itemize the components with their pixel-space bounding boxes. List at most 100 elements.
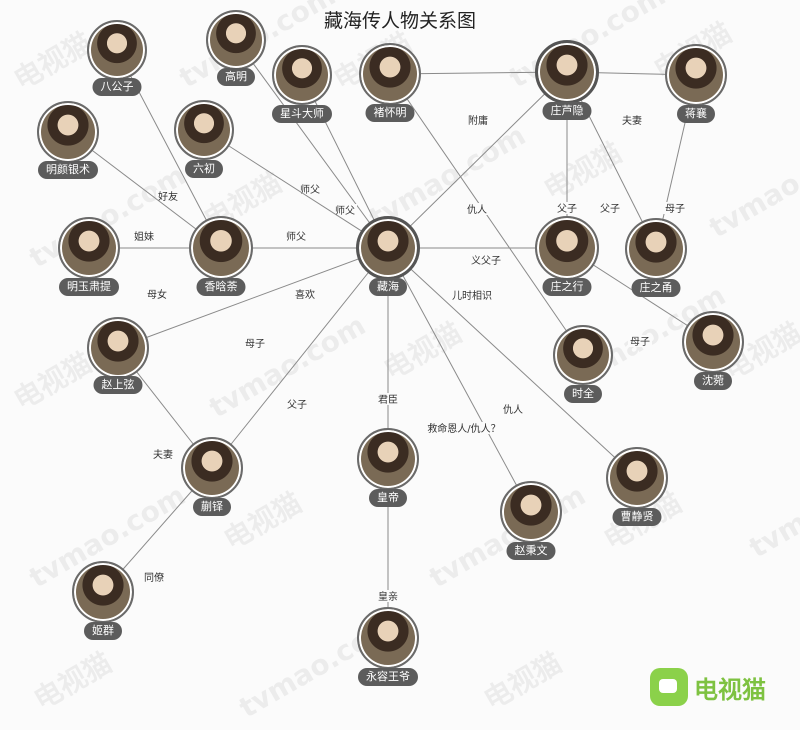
relation-label: 好友 <box>158 190 178 203</box>
relation-label-bg <box>663 202 687 214</box>
relation-label-bg <box>293 288 317 300</box>
character-portrait <box>356 216 420 280</box>
character-name: 皇帝 <box>369 489 407 507</box>
relation-label: 师父 <box>335 204 355 217</box>
character-portrait <box>206 10 266 70</box>
tv-cat-icon <box>650 668 688 706</box>
relation-line-zhuangluyin-zhuangzhiyong <box>566 71 657 250</box>
relation-label-bg <box>466 114 490 126</box>
relation-label: 仇人 <box>467 203 487 216</box>
character-name: 香晗荼 <box>196 278 246 296</box>
relation-label: 父子 <box>287 399 307 411</box>
character-name: 庄之甬 <box>631 279 681 297</box>
relation-line-canghai-caojingxian <box>387 247 638 479</box>
character-name: 明玉肃提 <box>59 278 119 296</box>
character-portrait <box>625 218 687 280</box>
relation-label: 同僚 <box>144 571 164 584</box>
relation-label: 师父 <box>300 183 320 196</box>
character-portrait <box>682 311 744 373</box>
relation-label-bg <box>243 337 267 349</box>
relation-label: 仇人 <box>503 403 523 416</box>
character-name: 六初 <box>185 160 223 178</box>
character-portrait <box>665 44 727 106</box>
character-portrait <box>87 20 147 80</box>
character-name: 时全 <box>564 385 602 403</box>
character-portrait <box>272 45 332 105</box>
character-name: 姬群 <box>84 622 122 640</box>
relation-label-bg <box>333 204 357 216</box>
relation-label-bg <box>465 203 489 215</box>
relation-label-bg <box>555 202 579 214</box>
character-name: 藏海 <box>369 278 407 296</box>
relation-label: 母子 <box>245 338 265 350</box>
relation-label-bg <box>145 288 169 300</box>
character-portrait <box>606 447 668 509</box>
relation-label-bg <box>501 403 525 415</box>
relation-label-bg <box>151 448 175 460</box>
relation-label-bg <box>285 398 309 410</box>
relation-label-bg <box>620 114 644 126</box>
relation-label: 义父子 <box>471 255 501 267</box>
character-portrait <box>37 101 99 163</box>
logo-text: 电视猫 <box>694 675 766 704</box>
page-title: 藏海传人物关系图 <box>323 10 476 32</box>
relation-label: 父子 <box>557 203 577 215</box>
character-portrait <box>58 217 120 279</box>
relation-label: 喜欢 <box>295 288 315 301</box>
character-portrait <box>189 216 253 280</box>
character-name: 八公子 <box>92 78 142 96</box>
relation-label: 父子 <box>600 203 620 215</box>
character-portrait <box>500 481 562 543</box>
relation-label-bg <box>156 190 180 202</box>
relation-line-zhuangluyin-canghai <box>387 71 568 249</box>
relation-label: 附庸 <box>468 114 488 127</box>
character-name: 蒋襄 <box>677 105 715 123</box>
relation-label-bg <box>450 289 494 301</box>
relation-label-bg <box>298 183 322 195</box>
character-name: 高明 <box>217 68 255 86</box>
character-portrait <box>535 40 599 104</box>
relation-label: 母子 <box>665 203 685 215</box>
character-name: 赵上弦 <box>93 376 143 394</box>
relation-label-bg <box>469 254 503 266</box>
relation-label: 夫妻 <box>153 448 173 461</box>
relation-line-liuchu-canghai <box>203 129 389 249</box>
character-name: 明颜银术 <box>38 161 98 179</box>
relation-label-bg <box>376 590 400 602</box>
relation-label: 夫妻 <box>622 114 642 127</box>
relation-label-bg <box>132 230 156 242</box>
character-portrait <box>174 100 234 160</box>
character-name: 沈菀 <box>694 372 732 390</box>
character-portrait <box>535 216 599 280</box>
character-name: 褚怀明 <box>365 104 415 122</box>
character-name: 永容王爷 <box>358 668 418 686</box>
relation-label: 儿时相识 <box>452 289 492 302</box>
character-portrait <box>72 561 134 623</box>
relation-label-bg <box>376 393 400 405</box>
relation-label-bg <box>422 422 506 434</box>
relation-label-bg <box>628 335 652 347</box>
character-portrait <box>181 437 243 499</box>
character-name: 曹静贤 <box>612 508 662 526</box>
relation-label: 师父 <box>286 230 306 243</box>
relation-label: 母子 <box>630 336 650 348</box>
character-name: 星斗大师 <box>272 105 332 123</box>
character-portrait <box>553 325 613 385</box>
relation-line-canghai-zhaobingwen <box>387 247 532 513</box>
character-portrait <box>87 317 149 379</box>
relation-label-bg <box>284 230 308 242</box>
relation-label-bg <box>598 202 622 214</box>
character-portrait <box>357 428 419 490</box>
relation-label-bg <box>142 571 166 583</box>
character-name: 赵秉文 <box>506 542 556 560</box>
character-portrait <box>357 607 419 669</box>
relation-label: 皇亲 <box>378 590 398 603</box>
character-name: 蒯铎 <box>193 498 231 516</box>
relation-label: 姐妹 <box>134 230 154 243</box>
tvmao-logo: 电视猫 <box>650 668 766 706</box>
relation-label: 君臣 <box>378 394 398 406</box>
character-name: 庄之行 <box>542 278 592 296</box>
character-portrait <box>359 43 421 105</box>
relation-label: 母女 <box>147 288 167 301</box>
character-name: 庄芦隐 <box>542 102 592 120</box>
